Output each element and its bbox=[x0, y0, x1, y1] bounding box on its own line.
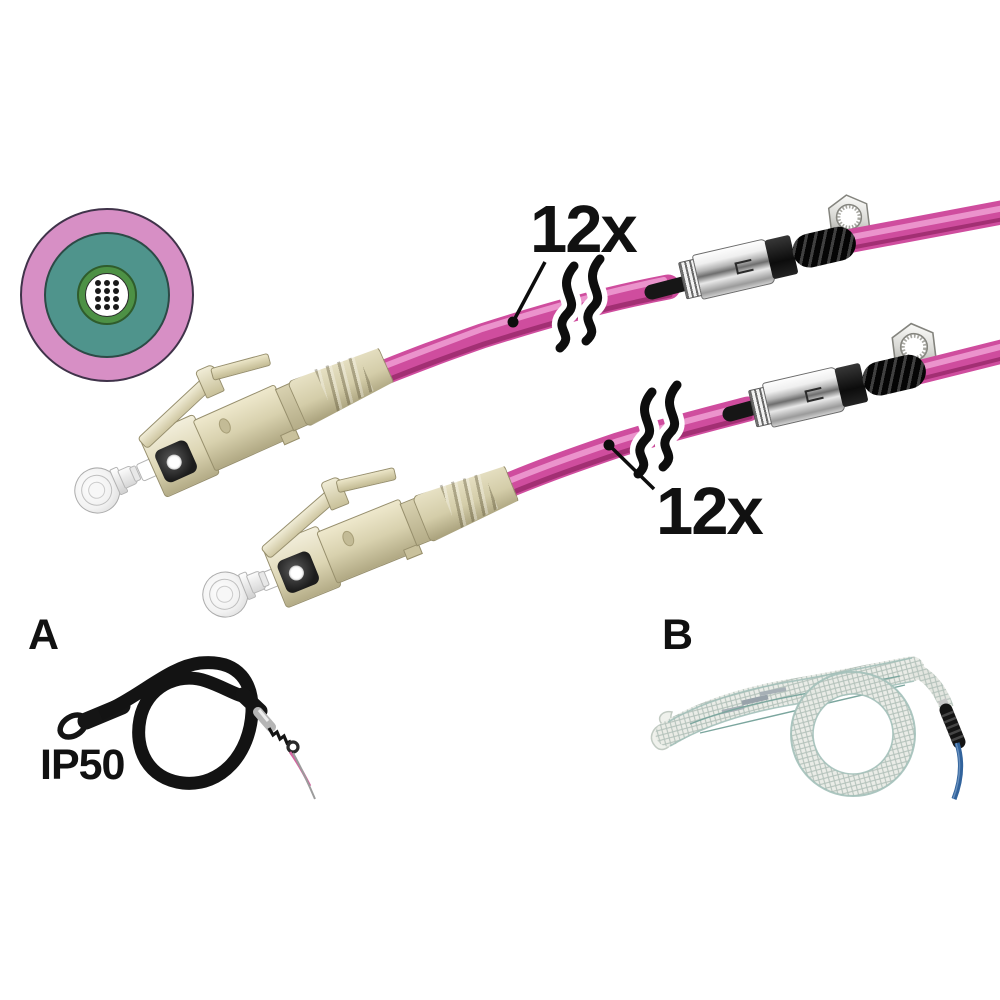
variant-a-label: A bbox=[28, 611, 60, 659]
fiber-count-label-top: 12x bbox=[530, 192, 638, 267]
leader-line-top bbox=[507, 261, 547, 328]
trunk-cable-top bbox=[345, 200, 1000, 396]
break-marks-top bbox=[550, 249, 610, 358]
fiber-count-label-bottom: 12x bbox=[656, 474, 764, 549]
trunk-cable-bottom bbox=[477, 339, 1000, 506]
spiral-strain-relief bbox=[789, 223, 860, 271]
spiral-strain-relief bbox=[859, 351, 930, 399]
pulling-sock-b bbox=[650, 656, 966, 800]
leader-line-bottom bbox=[603, 439, 656, 491]
cable-cross-section bbox=[20, 208, 194, 382]
fiber-dots bbox=[95, 280, 119, 310]
pulling-aid-a bbox=[57, 656, 316, 800]
break-marks-bottom bbox=[628, 375, 687, 484]
ip50-rating-label: IP50 bbox=[40, 741, 125, 789]
variant-b-label: B bbox=[662, 611, 694, 659]
